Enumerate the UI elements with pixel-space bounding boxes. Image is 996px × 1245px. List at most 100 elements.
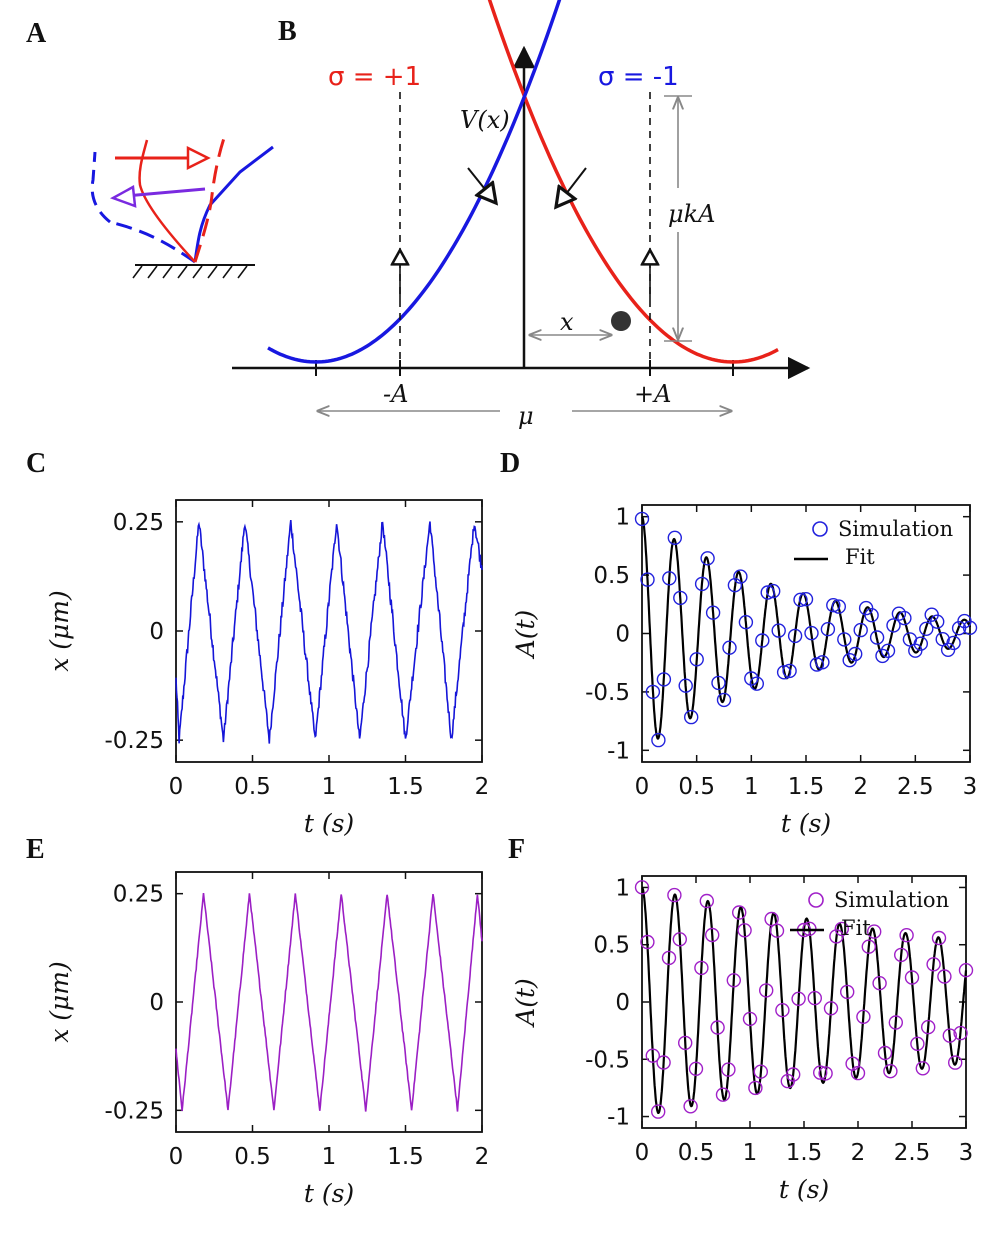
panel-b-potential-diagram: σ = +1 σ = -1 V(x) μkA x -A +A μ — [232, 0, 811, 430]
simulation-point — [883, 1063, 898, 1079]
x-tick-label: 0.5 — [678, 1140, 715, 1166]
simulation-point — [640, 934, 655, 950]
simulation-point — [886, 618, 901, 633]
panel-label-b: B — [278, 16, 297, 47]
hatch-line — [132, 265, 143, 279]
x-tick-label: 0.5 — [234, 774, 271, 800]
x-tick-label: 1.5 — [786, 1140, 823, 1166]
simulation-point — [921, 1019, 936, 1035]
blue-potential-curve — [267, 0, 562, 364]
panel-label-c: C — [26, 448, 46, 479]
blue-bundle-right — [193, 145, 274, 263]
b-plus-a-label: +A — [634, 380, 671, 408]
y-tick-label: 0 — [615, 990, 630, 1016]
simulation-point — [705, 605, 721, 620]
blue-bundle-tip-dashed — [90, 151, 111, 224]
simulation-point — [793, 592, 808, 607]
x-tick-label: 0.5 — [678, 774, 715, 800]
y-tick-label: 0.25 — [113, 510, 164, 536]
b-arrow-to-blue — [556, 167, 587, 207]
y-tick-label: -0.25 — [104, 1098, 164, 1124]
simulation-point — [764, 911, 779, 927]
simulation-point — [904, 970, 920, 985]
y-tick-label: -1 — [607, 1105, 630, 1131]
simulation-point — [815, 655, 830, 670]
simulation-point — [759, 983, 774, 998]
simulation-point — [942, 1028, 957, 1043]
simulation-point — [926, 957, 941, 972]
simulation-point — [875, 648, 890, 664]
simulation-point — [948, 1055, 963, 1070]
simulation-point — [848, 646, 863, 662]
x-tick-label: 3 — [963, 774, 978, 800]
purple-arrow-head — [109, 184, 137, 208]
b-sigma-minus-label: σ = -1 — [598, 62, 679, 92]
simulation-point — [705, 927, 720, 943]
simulation-point — [766, 583, 781, 599]
simulation-point — [634, 880, 650, 895]
simulation-point — [869, 630, 885, 645]
simulation-point — [667, 530, 682, 545]
red-potential-curve — [487, 0, 779, 364]
simulation-point — [872, 976, 887, 991]
simulation-point — [710, 1020, 725, 1035]
legend-sim-label: Simulation — [838, 517, 953, 541]
simulation-point — [711, 675, 726, 691]
simulation-point — [753, 1064, 768, 1079]
y-axis-label: A(t) — [511, 978, 540, 1028]
simulation-point — [684, 709, 699, 725]
hatch-line — [147, 265, 158, 279]
simulation-point — [834, 921, 849, 937]
simulation-point — [853, 622, 868, 638]
hatch-line — [237, 265, 248, 279]
blue-bundle-left-dashed — [109, 220, 196, 264]
b-minus-a-label: -A — [383, 380, 408, 408]
simulation-point — [656, 1055, 671, 1070]
simulation-point — [683, 1099, 698, 1114]
simulation-point — [786, 1067, 801, 1082]
simulation-point — [634, 511, 650, 527]
simulation-point — [742, 1011, 758, 1027]
y-tick-label: 0 — [149, 619, 164, 645]
hatch-line — [177, 265, 188, 279]
simulation-point — [716, 692, 732, 708]
red-arrow-head — [186, 145, 211, 171]
simulation-point — [755, 633, 770, 648]
y-tick-label: -0.5 — [585, 680, 630, 706]
simulation-point — [861, 939, 876, 954]
x-tick-label: 1 — [744, 774, 759, 800]
simulation-point — [769, 923, 785, 938]
simulation-point — [791, 991, 806, 1006]
b-potential-label: V(x) — [460, 106, 510, 134]
y-tick-label: 0.25 — [113, 882, 164, 908]
simulation-point — [831, 599, 846, 614]
x-tick-label: 1.5 — [387, 774, 424, 800]
legend-fit-label: Fit — [841, 916, 871, 940]
simulation-point — [937, 969, 952, 984]
x-tick-label: 0 — [635, 1140, 650, 1166]
simulation-point — [737, 923, 752, 938]
hatch-line — [192, 265, 203, 279]
simulation-point — [771, 623, 786, 638]
simulation-point — [837, 632, 852, 647]
simulation-point — [813, 1065, 828, 1080]
simulation-point — [930, 614, 945, 629]
y-axis-label: x (μm) — [45, 590, 74, 672]
simulation-point — [732, 905, 747, 920]
legend-sim-marker — [808, 892, 824, 908]
simulation-point — [688, 1061, 704, 1077]
b-arrow-to-red — [467, 167, 496, 203]
simulation-point — [667, 887, 682, 903]
x-tick-label: 0 — [635, 774, 650, 800]
simulation-point — [915, 1061, 930, 1076]
simulation-point — [738, 615, 754, 630]
simulation-point — [662, 571, 677, 586]
simulation-point — [700, 551, 715, 566]
y-tick-label: 1 — [615, 875, 630, 901]
x-axis-label: t (s) — [779, 1175, 829, 1204]
hatch-line — [207, 265, 218, 279]
simulation-point — [651, 1104, 666, 1119]
y-tick-label: 0.5 — [593, 563, 630, 589]
x-tick-label: 0 — [169, 774, 184, 800]
simulation-point — [962, 620, 978, 635]
